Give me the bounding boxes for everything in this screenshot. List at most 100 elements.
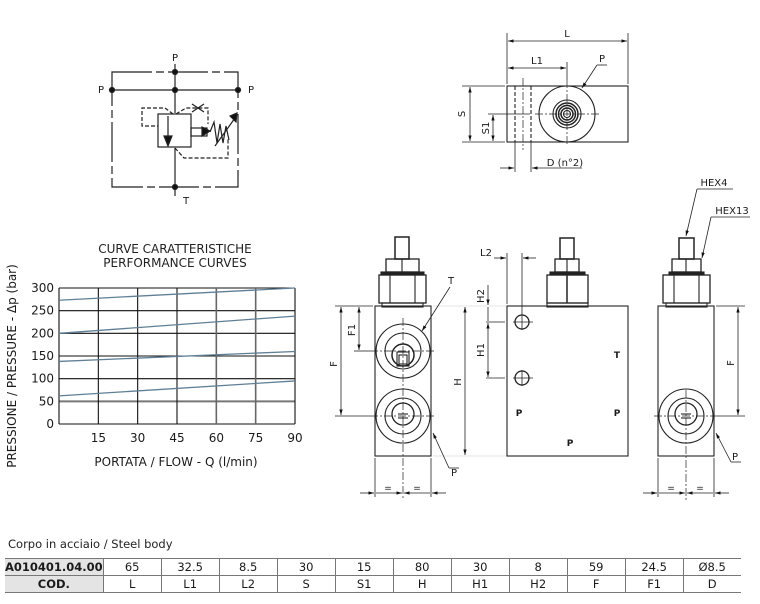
y-tick-label: 0	[46, 417, 54, 431]
left-view	[335, 236, 507, 500]
equal-sign: =	[413, 484, 421, 494]
table-cell: L	[102, 575, 162, 593]
drain-line	[174, 138, 229, 159]
port-mark-T: T	[614, 351, 621, 361]
table-row-header: COD.	[5, 575, 104, 593]
flow-arrow-head	[163, 135, 173, 148]
leader-P	[432, 432, 450, 469]
dim-label-L2: L2	[480, 248, 492, 259]
port-mark-P: P	[516, 409, 523, 419]
spring-icon	[209, 119, 230, 144]
table-cell: H2	[508, 575, 568, 593]
table-cell: 65	[102, 558, 162, 576]
table-cell: 59	[566, 558, 626, 576]
y-tick-label: 250	[31, 304, 54, 318]
y-tick-label: 300	[31, 281, 54, 295]
pilot-line-right	[175, 107, 209, 124]
front-view-body	[506, 305, 629, 457]
table-cell: 30	[276, 558, 336, 576]
port-label-left: P	[98, 85, 104, 96]
junction-dot	[171, 68, 179, 76]
spring-arrow-head	[201, 126, 212, 138]
dim-label-S1: S1	[481, 122, 492, 135]
table-cell: D	[682, 575, 741, 593]
chart-grid	[58, 287, 296, 425]
x-tick-label: 30	[130, 431, 145, 445]
adjust-stem	[394, 236, 410, 260]
port-label-bottom: T	[182, 196, 190, 207]
valve-body-symbol	[157, 113, 192, 148]
table-cell: S	[276, 575, 336, 593]
top-view	[462, 33, 629, 172]
dim-label-H: H	[453, 378, 464, 386]
dim-label-H2: H2	[476, 289, 487, 303]
adjust-stem	[678, 237, 695, 260]
x-tick-label: 15	[91, 431, 106, 445]
table-row-header: A010401.04.00	[5, 558, 104, 576]
junction-dot	[171, 183, 179, 191]
dim-label-F1: F1	[347, 324, 358, 336]
table-cell: L1	[160, 575, 220, 593]
curve-setting-270	[58, 287, 296, 301]
x-axis-label: PORTATA / FLOW - Q (l/min)	[94, 455, 257, 469]
port-label-top: P	[172, 53, 178, 64]
leader-T	[421, 286, 451, 332]
table-cell: Ø8.5	[682, 558, 741, 576]
table-cell: 80	[392, 558, 452, 576]
port-mark-P: P	[614, 409, 621, 419]
x-tick-label: 75	[248, 431, 263, 445]
leader-label-HEX4: HEX4	[700, 178, 727, 189]
leader-P	[581, 64, 598, 89]
dim-label-H1: H1	[476, 343, 487, 357]
cap-base	[381, 302, 424, 308]
cap-base	[665, 302, 708, 308]
y-axis-label: PRESSIONE / PRESSURE - Δp (bar)	[5, 264, 19, 468]
hex-cap	[378, 274, 427, 304]
dim-label-D: D (n°2)	[547, 158, 583, 169]
junction-dot	[234, 86, 242, 94]
equal-sign: =	[384, 484, 392, 494]
leader-HEX13	[701, 216, 712, 259]
curve-setting-140	[58, 350, 296, 363]
dim-label-L: L	[564, 29, 570, 40]
leader-label-HEX13: HEX13	[715, 206, 748, 217]
front-view	[486, 237, 629, 457]
y-tick-label: 200	[31, 326, 54, 340]
x-tick-label: 45	[169, 431, 184, 445]
table-cell: L2	[218, 575, 278, 593]
leader-label-P: P	[732, 452, 738, 463]
table-cell: H1	[450, 575, 510, 593]
pilot-line-left	[141, 107, 174, 127]
chart-title-italian: CURVE CARATTERISTICHE	[98, 242, 252, 256]
table-caption: Corpo in acciaio / Steel body	[8, 537, 173, 551]
table-cell: 8	[508, 558, 568, 576]
y-tick-label: 50	[39, 394, 54, 408]
equal-sign: =	[667, 484, 675, 494]
curve-setting-200	[58, 315, 296, 334]
chart-series	[58, 287, 296, 397]
table-cell: 24.5	[624, 558, 684, 576]
port-label-right: P	[248, 85, 254, 96]
y-tick-label: 150	[31, 349, 54, 363]
table-cell: F1	[624, 575, 684, 593]
table-cell: 15	[334, 558, 394, 576]
table-cell: F	[566, 575, 626, 593]
leader-HEX4	[685, 188, 698, 237]
hydraulic-schematic	[108, 64, 242, 196]
dim-label-S: S	[457, 111, 468, 117]
port-mark-P: P	[567, 439, 574, 449]
table-cell: 8.5	[218, 558, 278, 576]
hex-cap	[662, 274, 711, 304]
table-cell: 30	[450, 558, 510, 576]
dim-label-F: F	[726, 360, 737, 366]
dim-label-L1: L1	[531, 56, 543, 67]
junction-dot	[171, 86, 179, 94]
orifice-symbol	[191, 103, 205, 113]
equal-sign: =	[696, 484, 704, 494]
table-cell: 32.5	[160, 558, 220, 576]
